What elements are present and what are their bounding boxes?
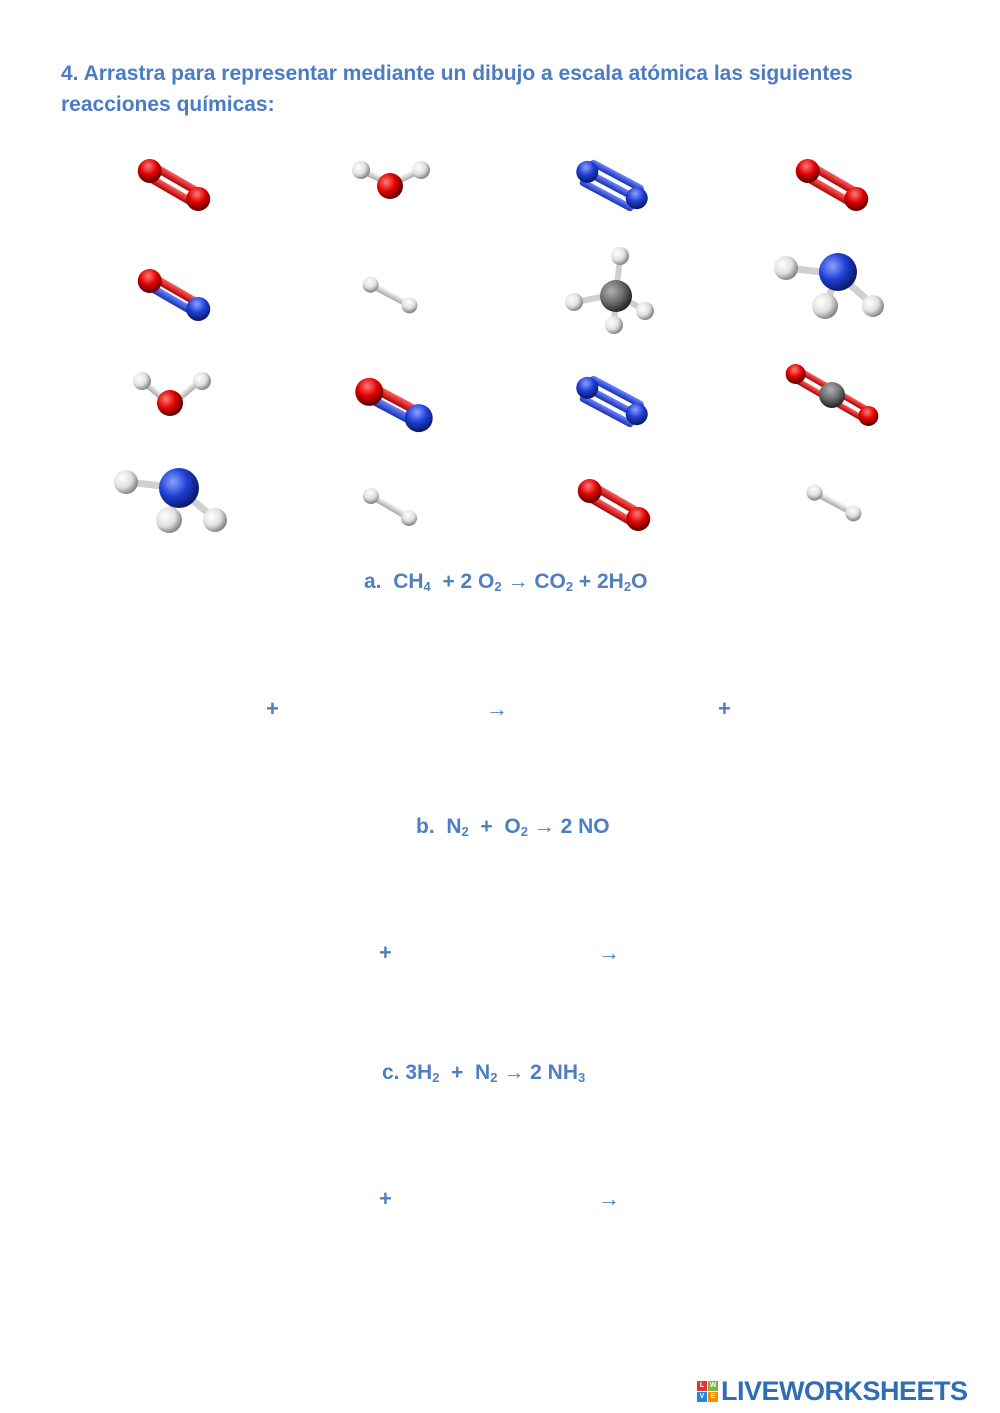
nh3-molecule-2[interactable]	[110, 452, 230, 542]
eq-a-sub2c: 2	[623, 579, 632, 594]
equation-b-label: b.	[416, 815, 435, 838]
logo-block-e: E	[708, 1392, 718, 1402]
arrow-a: →	[486, 696, 508, 721]
co2-molecule[interactable]	[772, 350, 892, 440]
drop-zone-c-1[interactable]	[250, 1140, 370, 1250]
equation-b: b. N2 + O2 → 2 NO	[416, 815, 610, 839]
eq-b-o: O	[504, 815, 521, 838]
eq-b-2no: 2 NO	[560, 815, 610, 838]
drop-zone-c-2[interactable]	[460, 1140, 580, 1250]
eq-c-sub2b: 2	[490, 1070, 498, 1085]
no-molecule-1[interactable]	[114, 250, 234, 340]
eq-a-ch: CH	[393, 570, 424, 593]
ch4-molecule[interactable]	[556, 246, 676, 336]
h2-molecule-2[interactable]	[330, 462, 450, 552]
plus-sign-a-1: +	[266, 696, 279, 721]
h2-molecule-1[interactable]	[330, 250, 450, 340]
instruction-line-1: 4. Arrastra para representar mediante un…	[61, 62, 853, 85]
equation-c: c. 3H2 + N2 → 2 NH3	[382, 1061, 585, 1085]
o2-molecule-2[interactable]	[772, 140, 892, 230]
equation-a-label: a.	[364, 570, 382, 593]
eq-c-plus: +	[451, 1061, 464, 1084]
drop-zone-b-1[interactable]	[250, 895, 370, 1005]
no-molecule-2[interactable]	[334, 360, 454, 450]
o2-molecule-1[interactable]	[114, 140, 234, 230]
logo-block-v: V	[697, 1392, 707, 1402]
o2-molecule-3[interactable]	[554, 460, 674, 550]
instruction-line-2: reacciones químicas:	[61, 93, 275, 116]
eq-b-arrow: →	[533, 815, 555, 838]
drop-zone-a-2[interactable]	[340, 650, 460, 760]
eq-a-o: O	[631, 570, 648, 593]
liveworksheets-logo: L W V E LIVEWORKSHEETS	[697, 1376, 968, 1407]
eq-c-n: N	[475, 1061, 491, 1084]
eq-a-sub2b: 2	[565, 579, 574, 594]
eq-c-2nh: 2 NH	[530, 1061, 578, 1084]
arrow-c: →	[598, 1186, 620, 1211]
plus-sign-a-2: +	[718, 696, 731, 721]
drop-zone-a-4[interactable]	[780, 650, 900, 760]
logo-block-l: L	[697, 1381, 707, 1391]
plus-sign-c: +	[379, 1186, 392, 1211]
eq-a-co: CO	[534, 570, 566, 593]
eq-a-o2: + 2 O	[442, 570, 495, 593]
n2-molecule-2[interactable]	[552, 356, 672, 446]
eq-b-n: N	[446, 815, 462, 838]
eq-b-sub2: 2	[461, 824, 469, 839]
eq-a-sub2: 2	[494, 579, 502, 594]
eq-c-arrow: →	[503, 1061, 525, 1084]
n2-molecule-1[interactable]	[552, 140, 672, 230]
h2-molecule-3[interactable]	[774, 458, 894, 548]
h2o-molecule-1[interactable]	[330, 140, 450, 230]
eq-a-sub4: 4	[423, 579, 431, 594]
equation-c-label: c. 3H	[382, 1061, 433, 1084]
instruction-text: 4. Arrastra para representar mediante un…	[61, 58, 961, 120]
eq-b-plus: +	[480, 815, 493, 838]
eq-c-sub3: 3	[578, 1070, 586, 1085]
drop-zone-a-3[interactable]	[570, 650, 690, 760]
logo-block-w: W	[708, 1381, 718, 1391]
logo-blocks-icon: L W V E	[697, 1381, 718, 1402]
drop-zone-c-3[interactable]	[680, 1140, 800, 1250]
h2o-molecule-2[interactable]	[112, 355, 232, 445]
eq-c-sub2: 2	[432, 1070, 440, 1085]
eq-a-arrow: →	[507, 570, 529, 593]
logo-text: LIVEWORKSHEETS	[721, 1376, 968, 1406]
equation-a: a. CH4 + 2 O2 → CO2 + 2H2O	[364, 570, 647, 594]
drop-zone-b-2[interactable]	[460, 895, 580, 1005]
nh3-molecule-1[interactable]	[772, 244, 892, 334]
plus-sign-b: +	[379, 940, 392, 965]
eq-a-h2o: + 2H	[578, 570, 624, 593]
drop-zone-b-3[interactable]	[680, 895, 800, 1005]
drop-zone-a-1[interactable]	[140, 650, 260, 760]
eq-b-sub2b: 2	[520, 824, 528, 839]
arrow-b: →	[598, 940, 620, 965]
